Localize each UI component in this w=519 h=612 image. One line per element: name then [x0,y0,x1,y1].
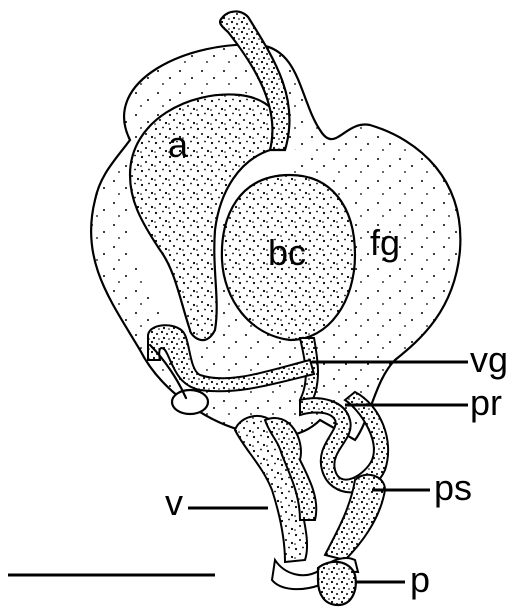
label-pr: pr [470,382,502,423]
small-ring [172,390,208,414]
label-p: p [410,559,430,600]
label-fg: fg [370,222,400,263]
label-a: a [168,124,189,165]
label-bc: bc [268,232,306,273]
label-ps: ps [434,467,472,508]
label-v: v [165,482,183,523]
p-penis [318,562,356,605]
label-vg: vg [470,339,508,380]
